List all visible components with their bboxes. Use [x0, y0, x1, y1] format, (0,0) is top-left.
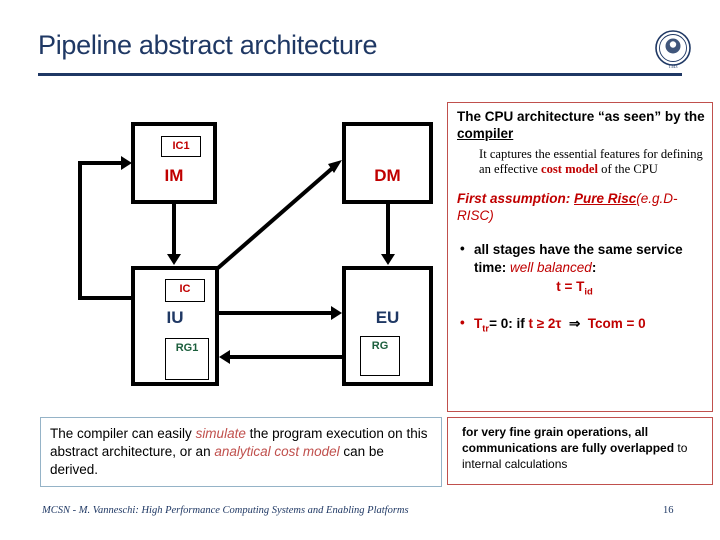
diagram-label-eu: EU [375, 308, 400, 327]
edge-iu-feedback-top [78, 161, 124, 165]
diagram-label-dm: DM [374, 166, 401, 185]
diagram-box-dm[interactable]: DM [342, 122, 433, 204]
edge-im-to-iu-arrowhead [167, 254, 181, 265]
edge-eu-to-iu [230, 355, 342, 359]
university-of-pisa-seal-icon: 1343 [655, 30, 691, 69]
notes-bullet-ttr: Ttr= 0: if t ≥ 2τ ⇒ Tcom = 0 [457, 314, 705, 336]
footer-divider [0, 497, 720, 498]
svg-text:1343: 1343 [669, 64, 679, 69]
diagram-sublabel-rg: RG [360, 336, 400, 376]
diagram-label-iu: IU [166, 308, 184, 327]
notes-bullet-list: all stages have the same service time: w… [457, 240, 705, 336]
edge-iu-to-eu-arrowhead [331, 306, 342, 320]
notes-panel-right: The CPU architecture “as seen” by the co… [447, 102, 713, 412]
notes-detail: It captures the essential features for d… [479, 146, 703, 177]
edge-im-to-iu [172, 204, 176, 255]
diagram-label-im: IM [164, 166, 184, 185]
notes-equation-service-time: t = Tid [556, 279, 593, 298]
edge-dm-to-eu [386, 204, 390, 255]
edge-iu-to-eu [219, 311, 333, 315]
edge-iu-feedback-left [78, 161, 82, 300]
edge-iu-feedback-arrowhead [121, 156, 132, 170]
notes-overlap-normal: to internal calculations [462, 441, 688, 472]
notes-assumption: First assumption: Pure Risc(e.g.D-RISC) [457, 191, 678, 224]
notes-panel-bottom-left: The compiler can easily simulate the pro… [40, 417, 442, 487]
notes-analytical-cost-model: analytical cost model [214, 443, 340, 459]
notes-heading: The CPU architecture “as seen” by the co… [457, 109, 705, 141]
diagram-box-eu[interactable]: EU RG [342, 266, 433, 386]
title-divider [38, 73, 682, 76]
notes-panel-bottom-right: for very fine grain operations, all comm… [447, 417, 713, 485]
page-title: Pipeline abstract architecture [38, 30, 378, 60]
edge-iu-to-dm [216, 160, 342, 270]
notes-overlap-bold: for very fine grain operations, all comm… [462, 425, 675, 456]
edge-iu-feedback-bottom [78, 296, 133, 300]
diagram-box-iu[interactable]: IC IU RG1 [131, 266, 219, 386]
footer-citation: MCSN - M. Vanneschi: High Performance Co… [42, 505, 409, 516]
footer-page-number: 16 [663, 505, 674, 516]
notes-simulate: simulate [195, 426, 246, 441]
edge-dm-to-eu-arrowhead [381, 254, 395, 265]
notes-detail-cost-model: cost model [541, 162, 599, 177]
diagram-box-im[interactable]: IC1 IM [131, 122, 217, 204]
notes-heading-compiler: compiler [457, 125, 514, 141]
notes-bullet-stages: all stages have the same service time: w… [457, 240, 705, 299]
notes-assumption-pure-risc: Pure Risc [574, 191, 637, 207]
notes-well-balanced: well balanced [510, 259, 592, 275]
edge-eu-to-iu-arrowhead [219, 350, 230, 364]
diagram-sublabel-rg1: RG1 [165, 338, 209, 380]
diagram-sublabel-ic1: IC1 [161, 136, 201, 157]
diagram-sublabel-ic: IC [165, 279, 205, 302]
